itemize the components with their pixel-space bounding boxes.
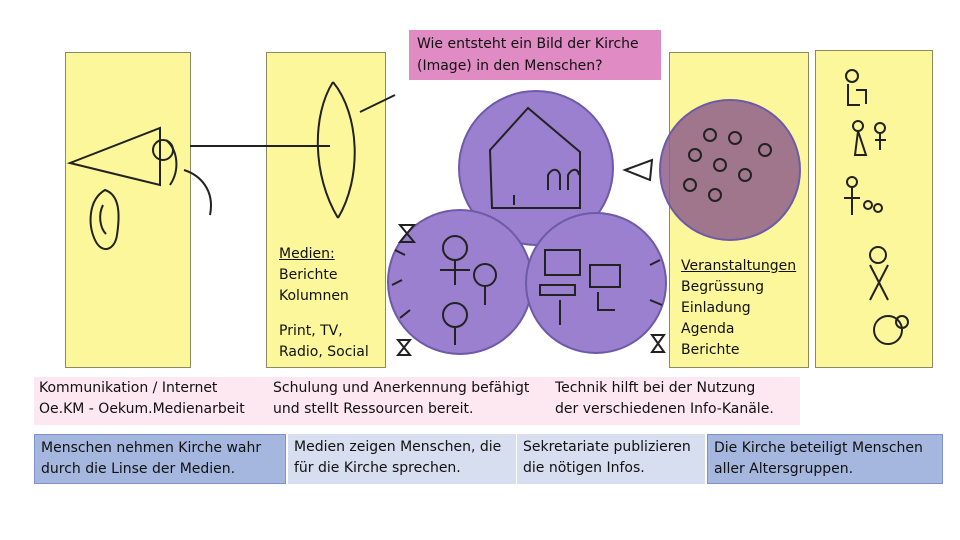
figures-sketch-icon: [844, 69, 909, 345]
media-lines: Berichte Kolumnen: [279, 267, 349, 304]
church-circle: [458, 90, 614, 246]
mid-row-left: Kommunikation / Internet Oe.KM - Oekum.M…: [34, 377, 268, 425]
mid-row-right: Technik hilft bei der Nutzung der versch…: [550, 377, 800, 425]
lens-sketch-icon: [190, 81, 396, 219]
people-circle: [387, 209, 533, 355]
eye-sketch-icon: [66, 126, 212, 216]
bottom-box-4: Die Kirche beteiligt Menschen aller Alte…: [707, 434, 943, 484]
media-heading: Medien:: [279, 246, 335, 262]
crowd-circle: [622, 99, 801, 241]
mid-row-center: Schulung und Anerkennung befähigt und st…: [268, 377, 550, 425]
panel-media: [266, 52, 386, 368]
panel-eye-ear: [65, 52, 191, 368]
events-heading: Veranstaltungen: [681, 258, 797, 274]
tech-circle: [525, 212, 667, 354]
diagram-title: Wie entsteht ein Bild der Kirche (Image)…: [409, 30, 661, 80]
media-channels: Print, TV, Radio, Social: [279, 323, 369, 360]
bottom-box-1: Menschen nehmen Kirche wahr durch die Li…: [34, 434, 286, 484]
events-lines: Begrüssung Einladung Agenda Berichte: [681, 279, 764, 358]
bottom-box-2: Medien zeigen Menschen, die für die Kirc…: [288, 434, 516, 484]
ear-sketch-icon: [89, 188, 120, 250]
bottom-box-3: Sekretariate publizieren die nötigen Inf…: [517, 434, 705, 484]
hourglass-mark-icon: [395, 224, 666, 356]
